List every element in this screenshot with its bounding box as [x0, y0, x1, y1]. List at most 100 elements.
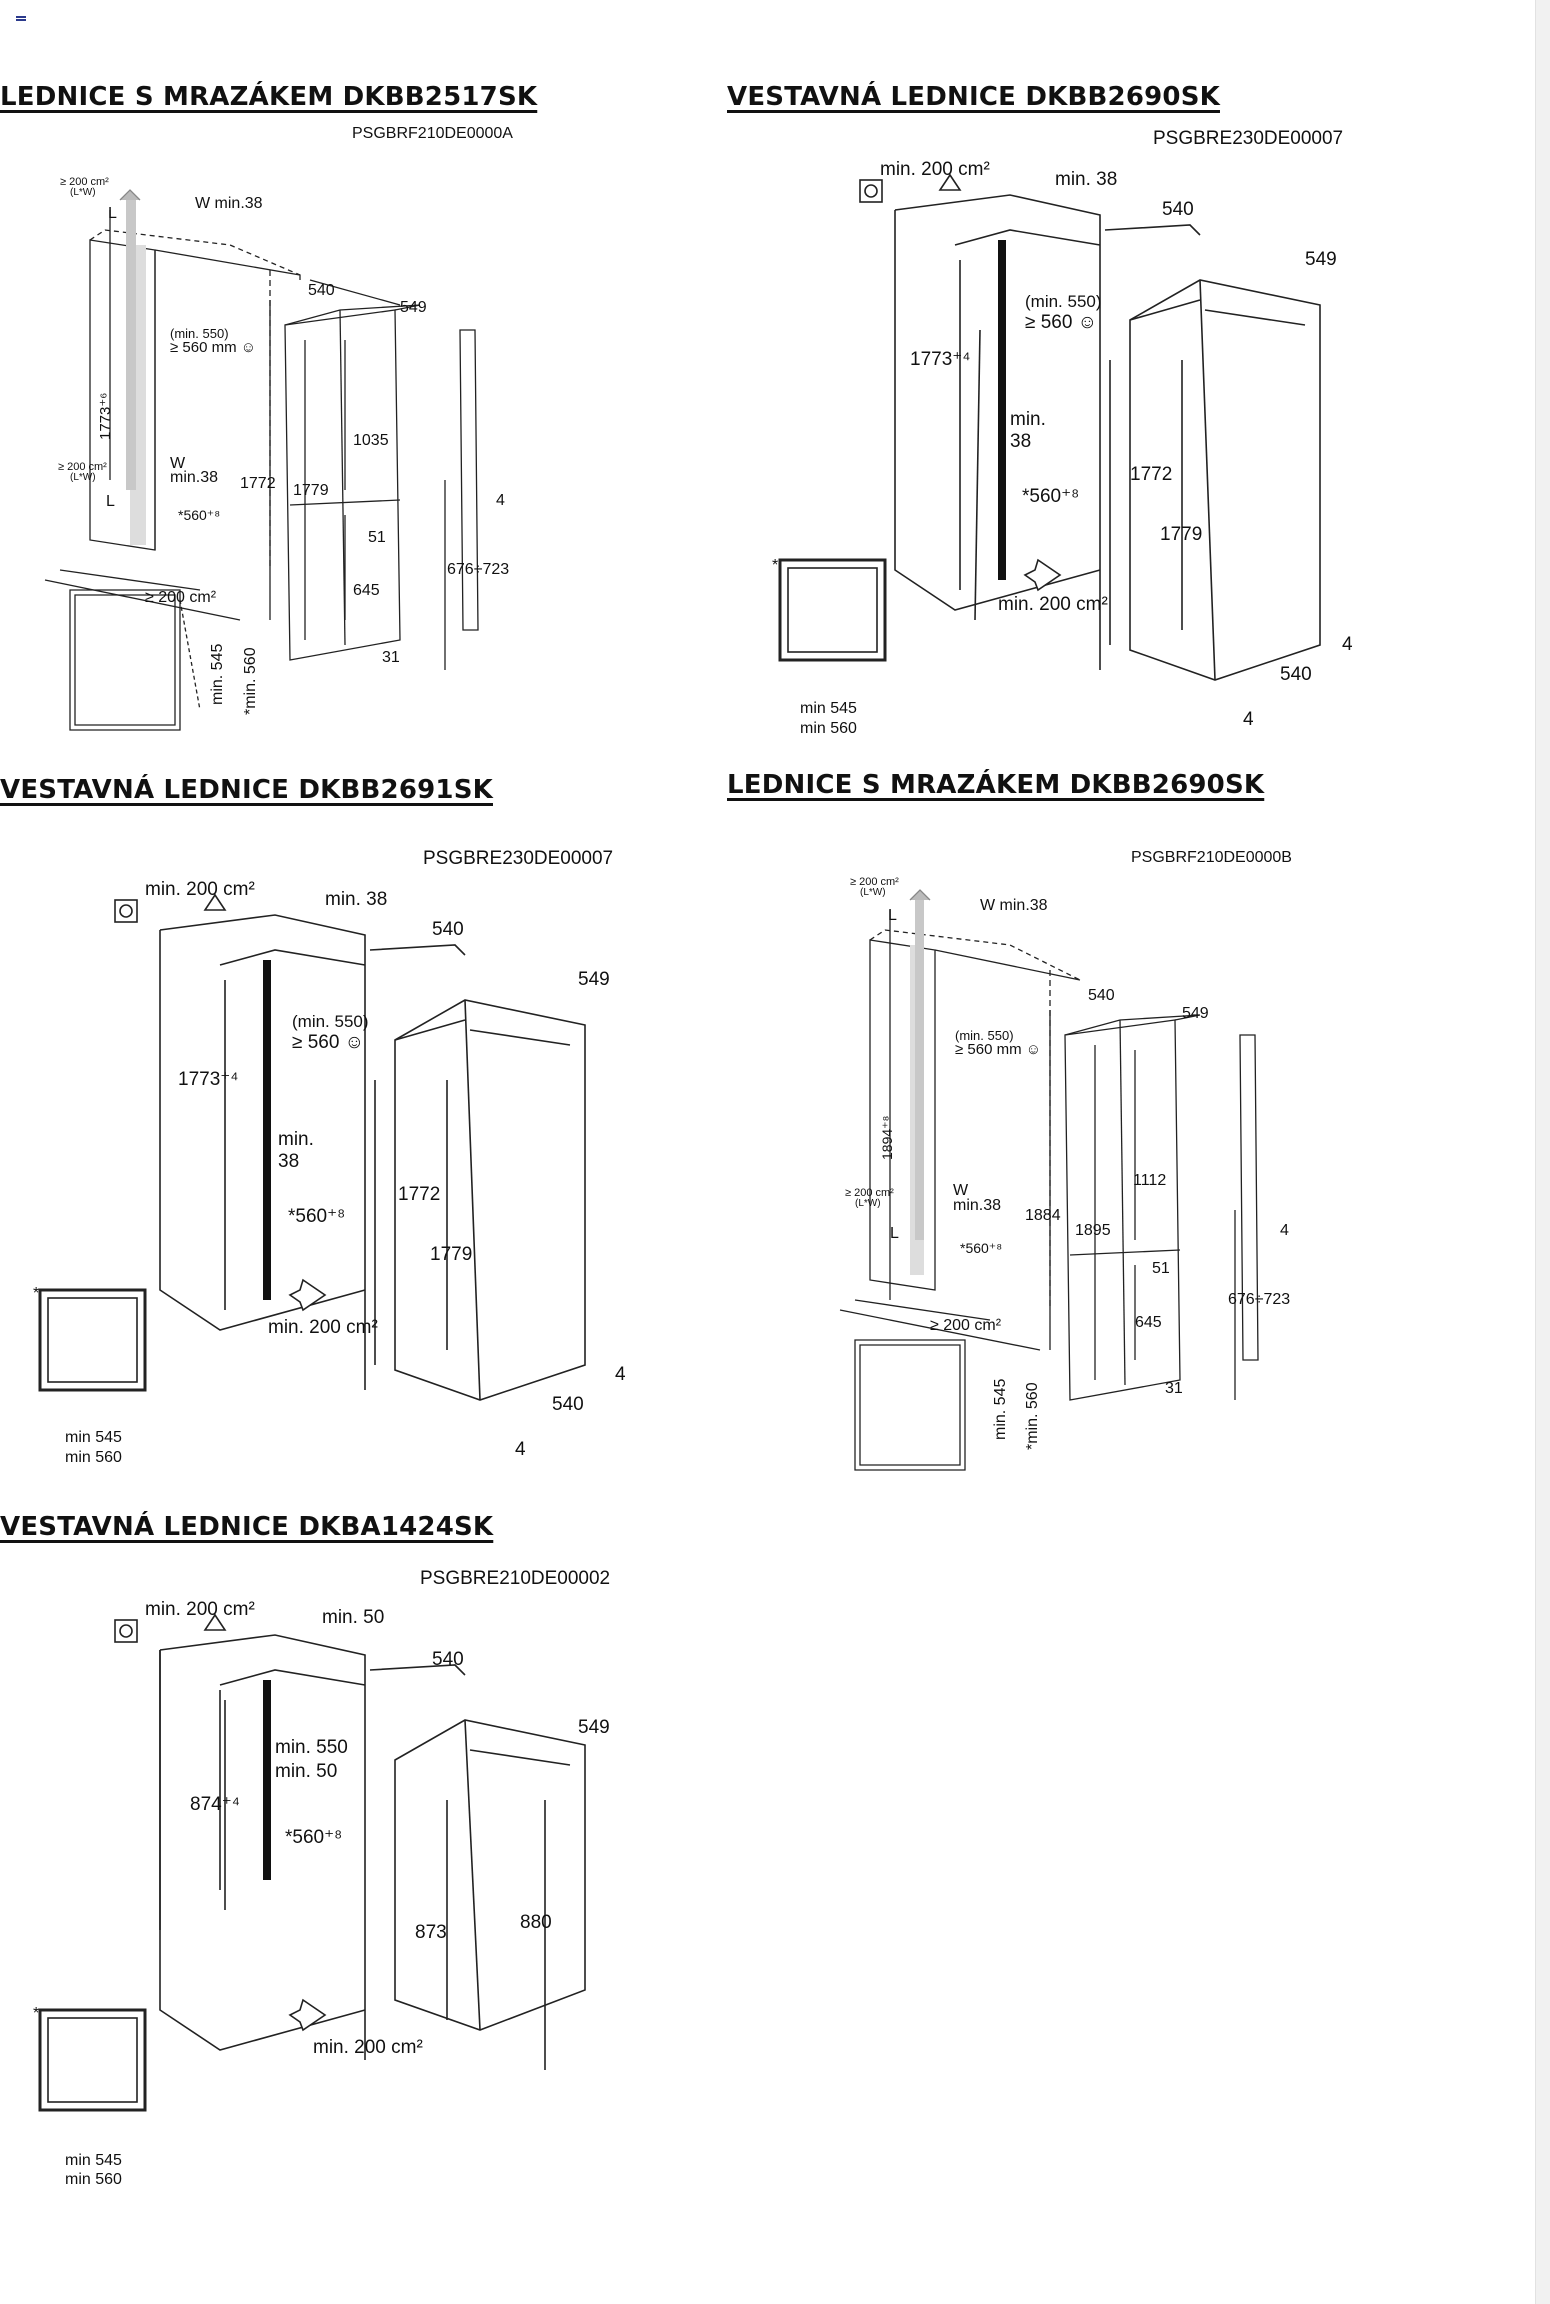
menu-icon[interactable]	[16, 16, 26, 24]
dim-540: 540	[432, 919, 464, 940]
dim-51: 51	[1152, 1260, 1170, 1277]
door-clearance-label: ≥ 560 ☺	[1025, 312, 1097, 333]
footnote-star: *	[33, 1285, 39, 1302]
dim-540-depth: 540	[552, 1394, 584, 1415]
min38-top-label: min. 38	[325, 889, 387, 910]
min-550-label: min. 550	[275, 1737, 348, 1758]
dim-549: 549	[578, 969, 610, 990]
footnote-star: *	[772, 557, 778, 574]
dim-560: *560⁺⁸	[178, 507, 220, 523]
min-545-label: min. 545	[209, 644, 226, 705]
niche-height-label: 874⁺⁴	[190, 1794, 240, 1815]
l-top-label: L	[108, 205, 117, 222]
min-545-label: min. 545	[992, 1379, 1009, 1440]
installation-diagram-dkbb2691sk: min. 200 cm² min. 38 540 549 (min. 550) …	[30, 870, 650, 1470]
niche-height-label: 1773⁺⁴	[178, 1069, 238, 1090]
door-min-label: (min. 550)	[955, 1028, 1014, 1043]
vent-top-sub: (L*W)	[70, 187, 96, 198]
height-1779: 1779	[1160, 524, 1202, 545]
dim-560: *560⁺⁸	[1022, 486, 1079, 507]
door-min-label: (min. 550)	[170, 326, 229, 341]
dim-540: 540	[308, 282, 335, 299]
dim-549: 549	[1305, 249, 1337, 270]
dim-4-a: 4	[615, 1364, 626, 1385]
min50-top-label: min. 50	[322, 1607, 384, 1628]
vent-floor-label: ≥ 200 cm²	[930, 1317, 1002, 1334]
vent-top-label: min. 200 cm²	[880, 159, 990, 180]
w-bottom-label: W	[953, 1182, 969, 1199]
w-top-label: W min.38	[980, 897, 1048, 914]
dim-540: 540	[1162, 199, 1194, 220]
height-880: 880	[520, 1912, 552, 1933]
dim-4-a: 4	[1342, 634, 1353, 655]
drawing-code: PSGBRE230DE00007	[1153, 128, 1344, 149]
door-min-label: (min. 550)	[292, 1012, 369, 1031]
vent-bottom-label: min. 200 cm²	[313, 2037, 423, 2058]
drawing-code: PSGBRE230DE00007	[423, 848, 614, 869]
min-560-label: min 560	[65, 2171, 122, 2188]
height-1884: 1884	[1025, 1207, 1061, 1224]
height-1772: 1772	[1130, 464, 1172, 485]
height-1779: 1779	[430, 1244, 472, 1265]
min-50-label: min. 50	[275, 1761, 337, 1782]
vent-top-sub: (L*W)	[860, 887, 886, 898]
niche-height-label: 1773⁺⁶	[97, 393, 114, 440]
w-top-label: W min.38	[195, 195, 263, 212]
drawing-code: PSGBRE210DE00002	[420, 1568, 611, 1589]
dim-540: 540	[432, 1649, 464, 1670]
dim-31: 31	[1165, 1380, 1183, 1397]
hinge-range: 676÷723	[1228, 1291, 1290, 1308]
niche-height-label: 1894⁺⁸	[879, 1115, 895, 1160]
min-545-label: min 545	[65, 1429, 122, 1446]
dim-4: 4	[496, 492, 505, 509]
vent-top-label: ≥ 200 cm²	[850, 876, 899, 888]
l-bottom-label: L	[890, 1225, 899, 1242]
door-min-label: (min. 550)	[1025, 292, 1102, 311]
min-545-label: min 545	[65, 2152, 122, 2169]
section-title-dkba1424sk: VESTAVNÁ LEDNICE DKBA1424SK	[0, 1512, 494, 1542]
dim-4-b: 4	[1243, 709, 1254, 730]
vent-bottom-label: ≥ 200 cm²	[58, 461, 107, 473]
vent-bottom-sub: (L*W)	[70, 472, 96, 483]
min-label: min.	[1010, 409, 1046, 430]
min38-top-label: min. 38	[1055, 169, 1117, 190]
installation-diagram-dkba1424sk: min. 200 cm² min. 50 540 549 min. 550 mi…	[30, 1590, 650, 2200]
height-1035: 1035	[353, 432, 389, 449]
dim-4: 4	[1280, 1222, 1289, 1239]
w-min-label: min.38	[170, 469, 218, 486]
installation-diagram-dkbb2690sk: min. 200 cm² min. 38 540 549 (min. 550) …	[760, 150, 1380, 750]
vent-floor-label: ≥ 200 cm²	[145, 589, 217, 606]
min-38-label: 38	[1010, 431, 1031, 452]
vent-bottom-sub: (L*W)	[855, 1198, 881, 1209]
height-1895: 1895	[1075, 1222, 1111, 1239]
page-scrollbar[interactable]	[1535, 0, 1550, 2304]
l-bottom-label: L	[106, 493, 115, 510]
min-560-label: *min. 560	[1024, 1382, 1041, 1450]
vent-top-label: ≥ 200 cm²	[60, 176, 109, 188]
dim-560: *560⁺⁸	[288, 1206, 345, 1227]
dim-31: 31	[382, 649, 400, 666]
min-560-label: min 560	[65, 1449, 122, 1466]
drawing-code: PSGBRF210DE0000B	[1131, 849, 1292, 866]
installation-diagram-dkbb2690sk-freezer: ≥ 200 cm² (L*W) W min.38 L 540 549 (min.…	[830, 870, 1330, 1480]
section-title-dkbb2690sk-freezer: LEDNICE S MRAZÁKEM DKBB2690SK	[727, 770, 1265, 800]
dim-645: 645	[1135, 1314, 1162, 1331]
dim-4-b: 4	[515, 1439, 526, 1460]
section-title-dkbb2691sk: VESTAVNÁ LEDNICE DKBB2691SK	[0, 775, 493, 805]
footnote-star: *	[33, 2005, 39, 2022]
installation-diagram-dkbb2517sk: ≥ 200 cm² (L*W) W min.38 L 540 549 (min.…	[0, 150, 560, 740]
w-bottom-label: W	[170, 455, 186, 472]
dim-549: 549	[400, 299, 427, 316]
min-545-label: min 545	[800, 700, 857, 717]
height-1772: 1772	[398, 1184, 440, 1205]
vent-bottom-label: min. 200 cm²	[268, 1317, 378, 1338]
height-1112: 1112	[1133, 1172, 1166, 1189]
dim-560: *560⁺⁸	[285, 1827, 342, 1848]
door-clearance-label: ≥ 560 mm ☺	[170, 339, 256, 356]
door-clearance-label: ≥ 560 mm ☺	[955, 1041, 1041, 1058]
dim-645: 645	[353, 582, 380, 599]
dim-51: 51	[368, 529, 386, 546]
dim-549: 549	[1182, 1005, 1209, 1022]
vent-bottom-label: ≥ 200 cm²	[845, 1187, 894, 1199]
section-title-dkbb2517sk: LEDNICE S MRAZÁKEM DKBB2517SK	[0, 82, 538, 112]
